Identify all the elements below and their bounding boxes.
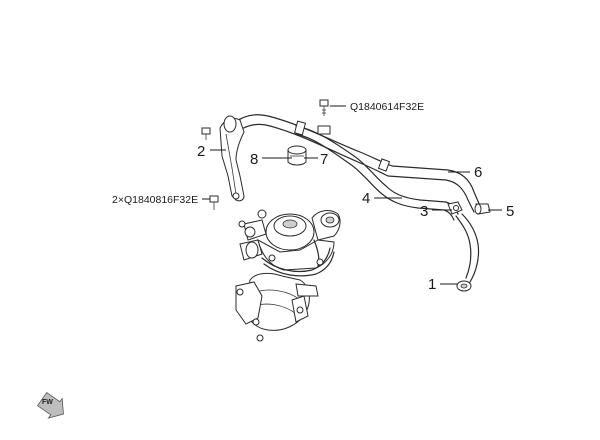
- leader-lines: [202, 105, 502, 285]
- bracket: [201, 115, 245, 202]
- pipe-assembly: [231, 114, 491, 292]
- callout-1: 1: [428, 276, 436, 293]
- callout-4: 4: [362, 190, 370, 207]
- callout-8: 8: [250, 151, 258, 168]
- turbocharger: [235, 209, 341, 342]
- part-number-left-bolt: 2×Q1840816F32E: [112, 194, 198, 206]
- callout-6: 6: [474, 164, 482, 181]
- callout-2: 2: [197, 143, 205, 160]
- top-bolt: [319, 99, 329, 116]
- callout-5: 5: [506, 203, 514, 220]
- callout-3: 3: [420, 203, 428, 220]
- left-bolt: [209, 195, 219, 210]
- part-number-top-bolt: Q1840614F32E: [350, 101, 424, 113]
- forward-arrow-icon: FW: [37, 392, 64, 419]
- hose-clamp: [287, 145, 307, 166]
- forward-badge-label: FW: [42, 399, 53, 406]
- callout-7: 7: [320, 151, 328, 168]
